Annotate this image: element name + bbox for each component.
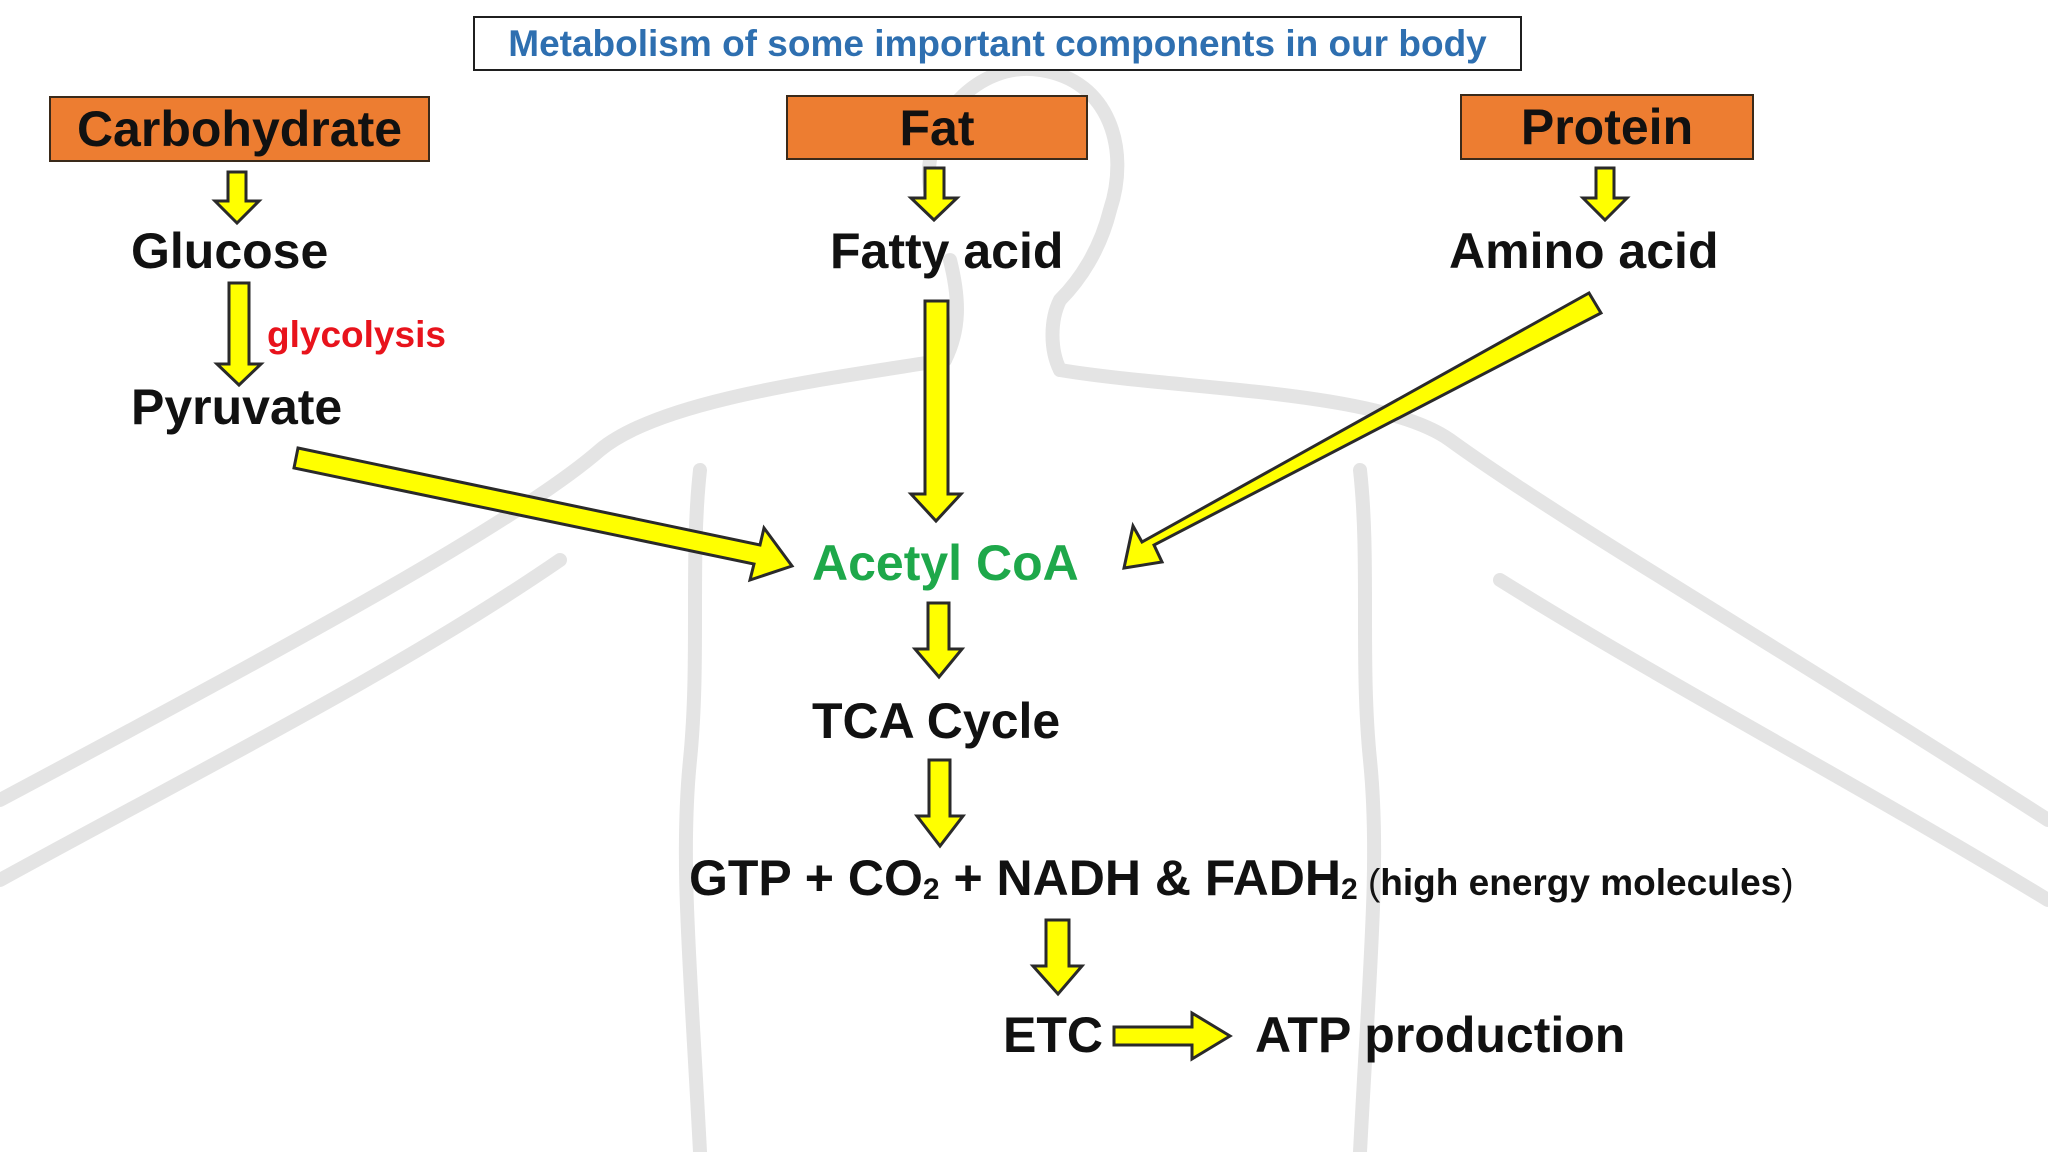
fat-box: Fat — [786, 95, 1088, 160]
diagram-title: Metabolism of some important components … — [473, 16, 1522, 71]
fadh2-subscript: 2 — [1340, 873, 1358, 906]
arrow-tca-gtp — [913, 758, 967, 849]
arrow-fattyacid-acetylcoa — [907, 299, 965, 524]
arrow-etc-atp — [1112, 1010, 1233, 1062]
acetyl-coa-label: Acetyl CoA — [812, 535, 1079, 591]
high-energy-molecules-row: GTP + CO2 + NADH & FADH2 (high energy mo… — [689, 853, 1794, 905]
arrow-protein-aminoacid — [1579, 166, 1631, 223]
arrow-pyruvate-acetylcoa — [292, 446, 795, 583]
protein-box: Protein — [1460, 94, 1754, 160]
arrow-gtp-etc — [1029, 918, 1086, 997]
high-energy-note: high energy molecules — [1380, 862, 1782, 903]
arrow-aminoacid-acetylcoa — [1122, 290, 1604, 570]
fatty-acid-label: Fatty acid — [830, 223, 1064, 279]
arrow-carb-glucose — [211, 170, 263, 226]
arrow-acetylcoa-tca — [911, 601, 966, 680]
pyruvate-label: Pyruvate — [131, 379, 343, 435]
arrow-glucose-pyruvate — [213, 281, 265, 388]
arrow-fat-fattyacid — [907, 166, 961, 223]
etc-label: ETC — [1003, 1007, 1103, 1063]
tca-cycle-label: TCA Cycle — [812, 693, 1061, 749]
glycolysis-label: glycolysis — [267, 314, 446, 355]
glucose-label: Glucose — [131, 223, 329, 279]
paren-close: ) — [1781, 862, 1794, 903]
co2-subscript: 2 — [922, 873, 940, 906]
amino-acid-label: Amino acid — [1449, 223, 1719, 279]
gtp-co2-text: GTP + CO — [689, 850, 923, 906]
carbohydrate-box: Carbohydrate — [49, 96, 430, 162]
paren-open: ( — [1357, 862, 1381, 903]
atp-production-label: ATP production — [1255, 1007, 1626, 1063]
nadh-fadh-text: + NADH & FADH — [939, 850, 1341, 906]
